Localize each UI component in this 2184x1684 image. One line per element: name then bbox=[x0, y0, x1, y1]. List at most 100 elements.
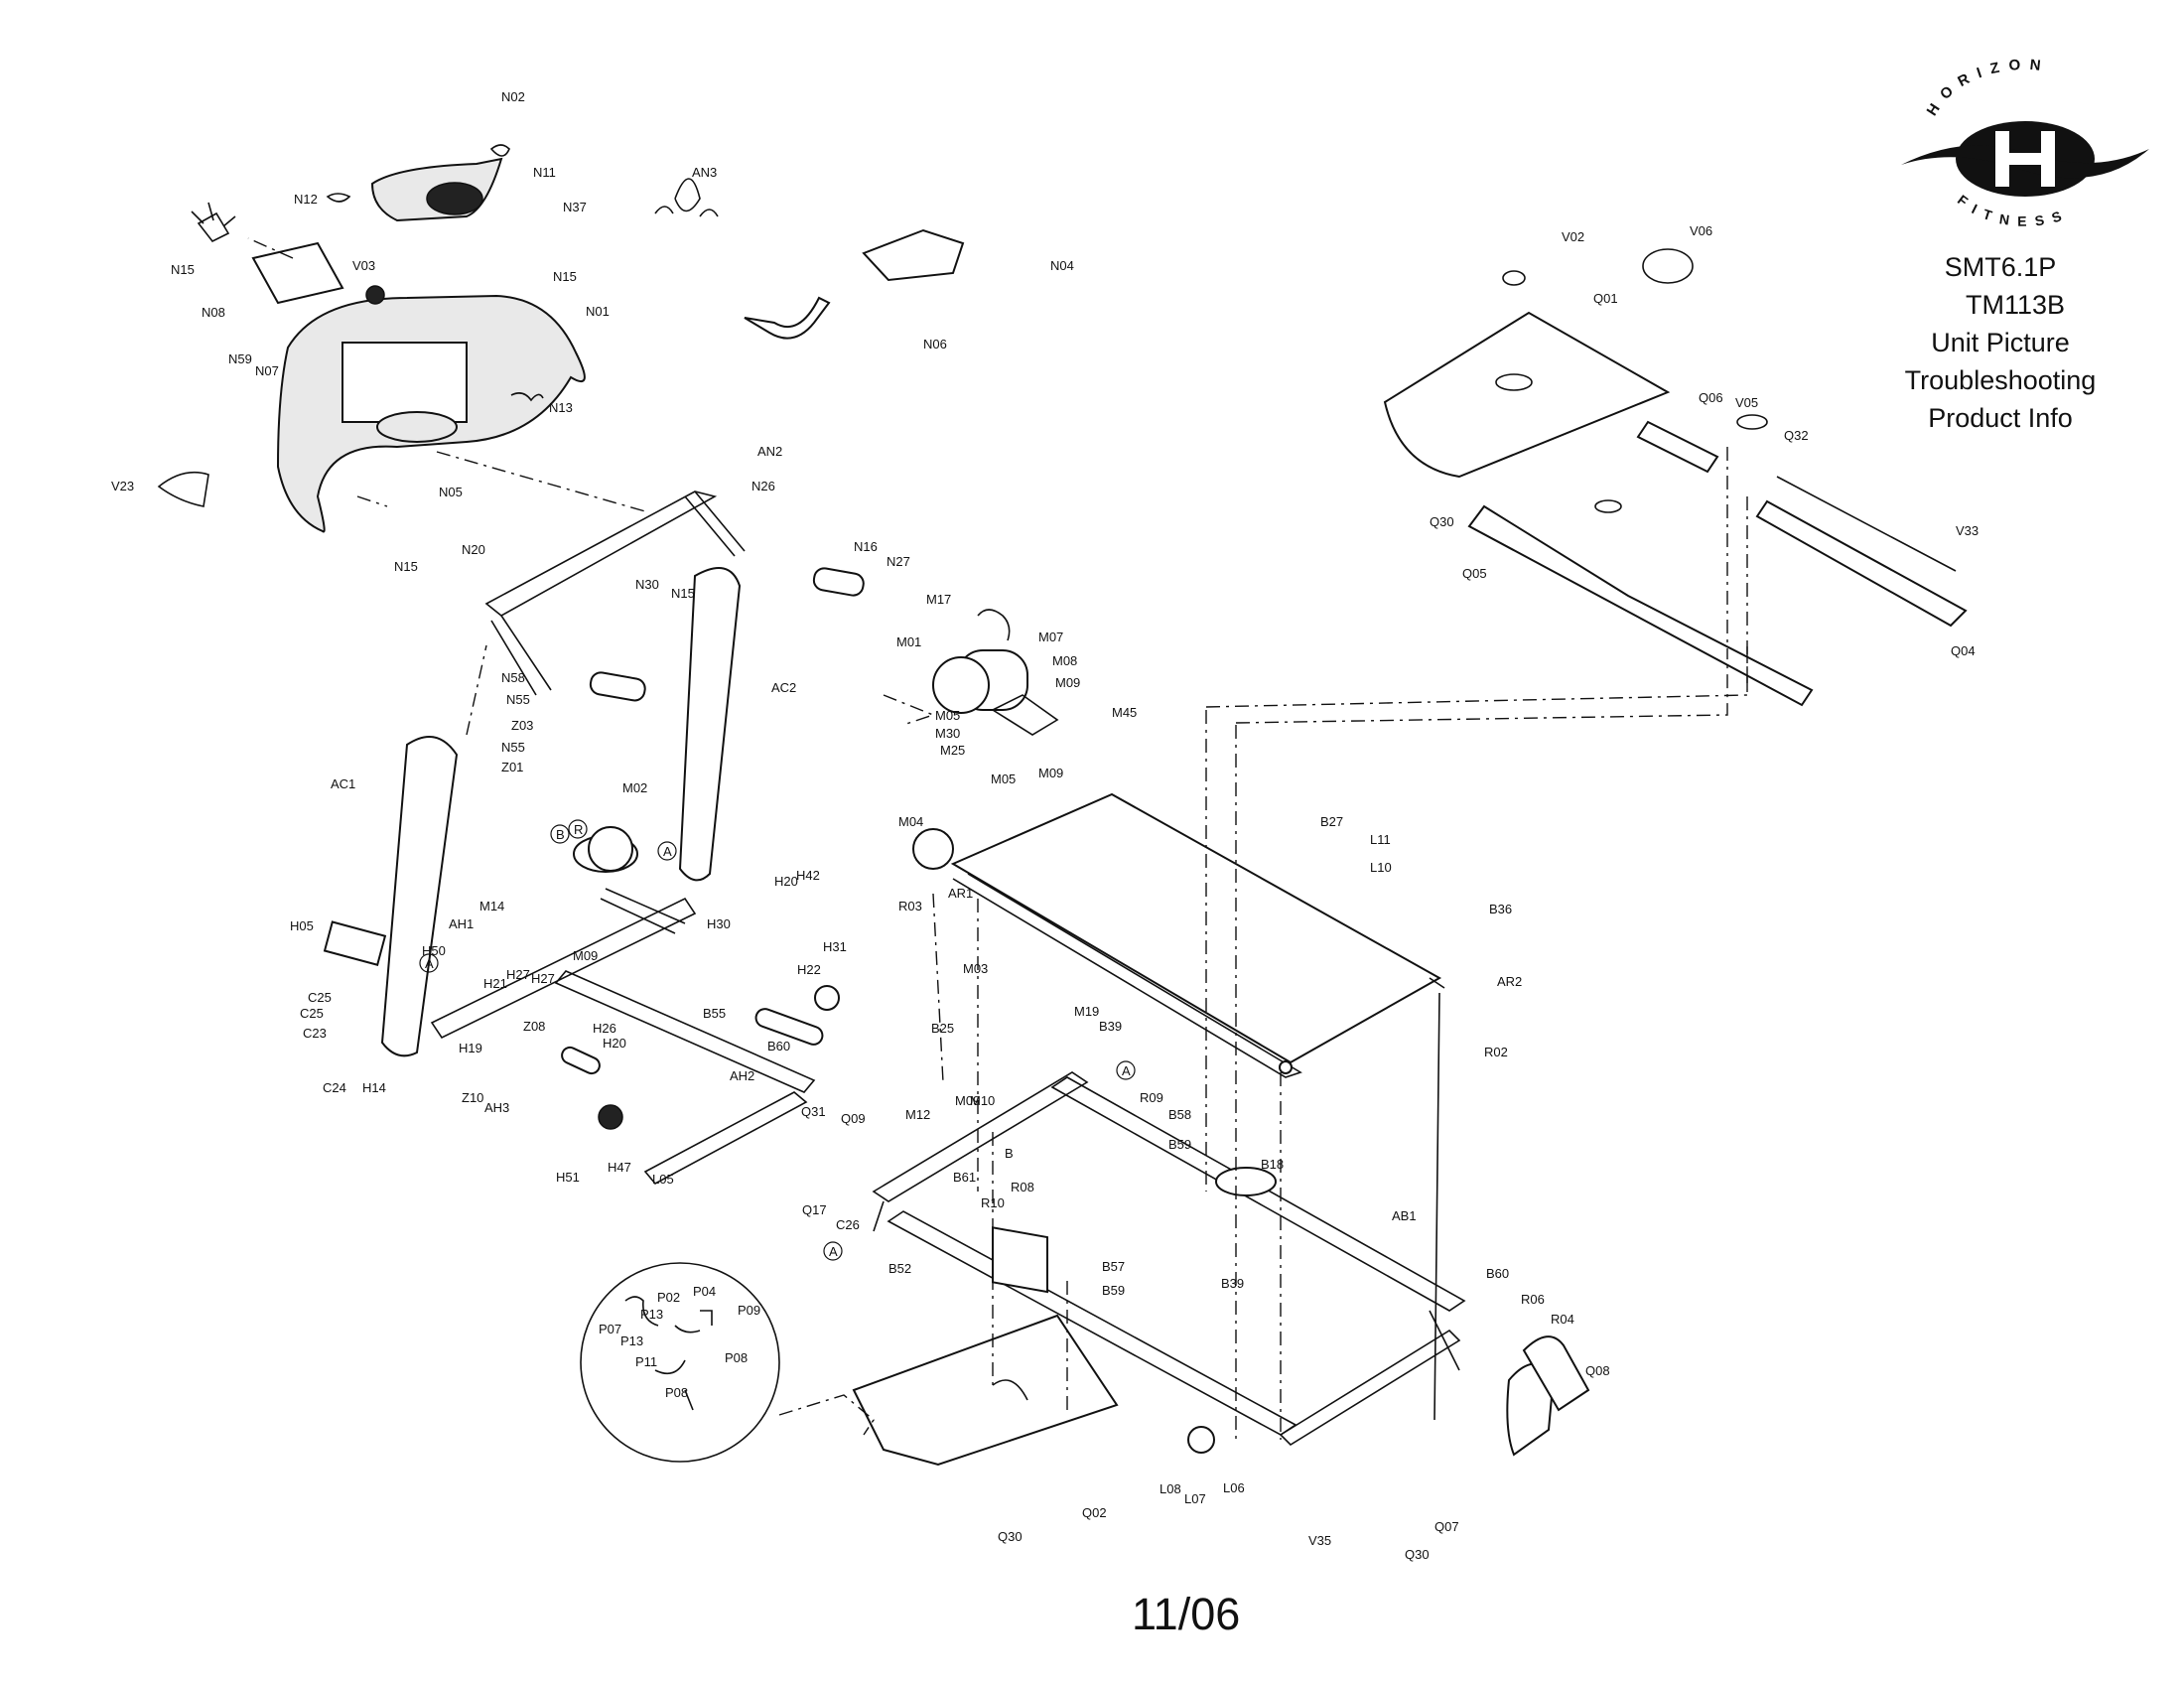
part-label-h42: H42 bbox=[796, 868, 820, 883]
part-label-m07: M07 bbox=[1038, 630, 1063, 644]
part-label-p13a: P13 bbox=[640, 1307, 663, 1322]
console-assembly bbox=[157, 144, 965, 533]
lift-assembly bbox=[430, 826, 840, 1186]
part-label-a1: A bbox=[425, 956, 434, 971]
part-label-b61: B61 bbox=[953, 1170, 976, 1185]
part-label-ah1: AH1 bbox=[449, 916, 474, 931]
part-label-r02: R02 bbox=[1484, 1045, 1508, 1059]
part-label-n15c: N15 bbox=[394, 559, 418, 574]
part-label-n55a: N55 bbox=[506, 692, 530, 707]
product-info-link[interactable]: Product Info bbox=[1928, 403, 2073, 433]
part-label-m19: M19 bbox=[1074, 1004, 1099, 1019]
part-label-m04: M04 bbox=[898, 814, 923, 829]
part-label-rc: R bbox=[574, 822, 583, 837]
part-label-r10: R10 bbox=[981, 1195, 1005, 1210]
part-label-l10: L10 bbox=[1370, 860, 1392, 875]
part-label-n37: N37 bbox=[563, 200, 587, 214]
part-label-h26: H26 bbox=[593, 1021, 616, 1036]
part-label-m09b: M09 bbox=[1038, 766, 1063, 780]
part-label-v23: V23 bbox=[111, 479, 134, 493]
part-label-n06: N06 bbox=[923, 337, 947, 351]
part-label-q30c: Q30 bbox=[1430, 514, 1454, 529]
part-label-m09a: M09 bbox=[1055, 675, 1080, 690]
part-label-v33: V33 bbox=[1956, 523, 1979, 538]
part-label-l06: L06 bbox=[1223, 1480, 1245, 1495]
part-label-m05b: M05 bbox=[991, 772, 1016, 786]
part-label-b59a: B59 bbox=[1168, 1137, 1191, 1152]
part-label-q01: Q01 bbox=[1593, 291, 1618, 306]
part-label-n12: N12 bbox=[294, 192, 318, 207]
part-label-ab1: AB1 bbox=[1392, 1208, 1417, 1223]
part-label-v35: V35 bbox=[1308, 1533, 1331, 1548]
part-label-p08a: P08 bbox=[725, 1350, 748, 1365]
logo-h-letter bbox=[1995, 131, 2055, 187]
part-label-p04: P04 bbox=[693, 1284, 716, 1299]
part-label-h27a: H27 bbox=[506, 967, 530, 982]
part-label-an2: AN2 bbox=[757, 444, 782, 459]
part-label-l05: L05 bbox=[652, 1172, 674, 1187]
frame-uprights bbox=[323, 491, 865, 1057]
part-label-m05a: M05 bbox=[935, 708, 960, 723]
part-label-n55b: N55 bbox=[501, 740, 525, 755]
part-label-n02: N02 bbox=[501, 89, 525, 104]
part-label-b25: B25 bbox=[931, 1021, 954, 1036]
unit-picture-link[interactable]: Unit Picture bbox=[1931, 328, 2070, 357]
part-label-h22: H22 bbox=[797, 962, 821, 977]
part-label-b60a: B60 bbox=[767, 1039, 790, 1053]
part-label-v02: V02 bbox=[1562, 229, 1584, 244]
part-label-n20: N20 bbox=[462, 542, 485, 557]
part-label-m17: M17 bbox=[926, 592, 951, 607]
motor-hood-and-rails bbox=[1383, 248, 1968, 707]
part-label-m09c: M09 bbox=[573, 948, 598, 963]
part-label-b27: B27 bbox=[1320, 814, 1343, 829]
assembly-lines bbox=[247, 237, 1748, 1440]
part-label-l11: L11 bbox=[1370, 832, 1391, 847]
part-label-q05: Q05 bbox=[1462, 566, 1487, 581]
part-label-a3: A bbox=[1122, 1063, 1131, 1078]
part-label-r09: R09 bbox=[1140, 1090, 1163, 1105]
part-label-z10: Z10 bbox=[462, 1090, 483, 1105]
part-label-b36: B36 bbox=[1489, 902, 1512, 916]
part-label-m45: M45 bbox=[1112, 705, 1137, 720]
part-label-v05: V05 bbox=[1735, 395, 1758, 410]
part-label-h05: H05 bbox=[290, 918, 314, 933]
part-label-n59: N59 bbox=[228, 351, 252, 366]
brand-panel: SMT6.1P TM113B Unit Picture Troubleshoot… bbox=[1876, 248, 2124, 437]
part-label-v06: V06 bbox=[1690, 223, 1712, 238]
part-label-n26: N26 bbox=[751, 479, 775, 493]
part-label-ah2: AH2 bbox=[730, 1068, 754, 1083]
part-label-q30b: Q30 bbox=[1405, 1547, 1430, 1562]
part-label-q31: Q31 bbox=[801, 1104, 826, 1119]
part-label-b39b: B39 bbox=[1221, 1276, 1244, 1291]
part-label-h30: H30 bbox=[707, 916, 731, 931]
part-label-n13: N13 bbox=[549, 400, 573, 415]
part-label-m10: M10 bbox=[970, 1093, 995, 1108]
part-label-n15b: N15 bbox=[553, 269, 577, 284]
part-label-b39a: B39 bbox=[1099, 1019, 1122, 1034]
part-label-b52: B52 bbox=[888, 1261, 911, 1276]
part-label-b57: B57 bbox=[1102, 1259, 1125, 1274]
horizon-logo: HORIZON FITNESS bbox=[1901, 57, 2149, 229]
part-label-c24: C24 bbox=[323, 1080, 346, 1095]
part-label-bc: B bbox=[556, 827, 565, 842]
part-label-z01: Z01 bbox=[501, 760, 523, 774]
part-label-b18: B18 bbox=[1261, 1157, 1284, 1172]
part-label-l07: L07 bbox=[1184, 1491, 1206, 1506]
wiring-inset bbox=[580, 1262, 875, 1463]
part-label-h21: H21 bbox=[483, 976, 507, 991]
part-label-n15a: N15 bbox=[171, 262, 195, 277]
part-label-q07: Q07 bbox=[1434, 1519, 1459, 1534]
model-number: SMT6.1P bbox=[1944, 252, 2057, 282]
part-label-m02: M02 bbox=[622, 780, 647, 795]
part-label-h19: H19 bbox=[459, 1041, 482, 1055]
part-label-a2: A bbox=[663, 844, 672, 859]
part-label-q30a: Q30 bbox=[998, 1529, 1023, 1544]
part-label-c25a: C25 bbox=[308, 990, 332, 1005]
part-label-n11: N11 bbox=[533, 165, 556, 180]
model-code: TM113B bbox=[1965, 290, 2066, 320]
part-label-h20b: H20 bbox=[603, 1036, 626, 1051]
part-label-h47: H47 bbox=[608, 1160, 631, 1175]
part-label-ac1: AC1 bbox=[331, 776, 355, 791]
troubleshooting-link[interactable]: Troubleshooting bbox=[1904, 365, 2097, 395]
reference-marker-circle bbox=[550, 824, 570, 844]
